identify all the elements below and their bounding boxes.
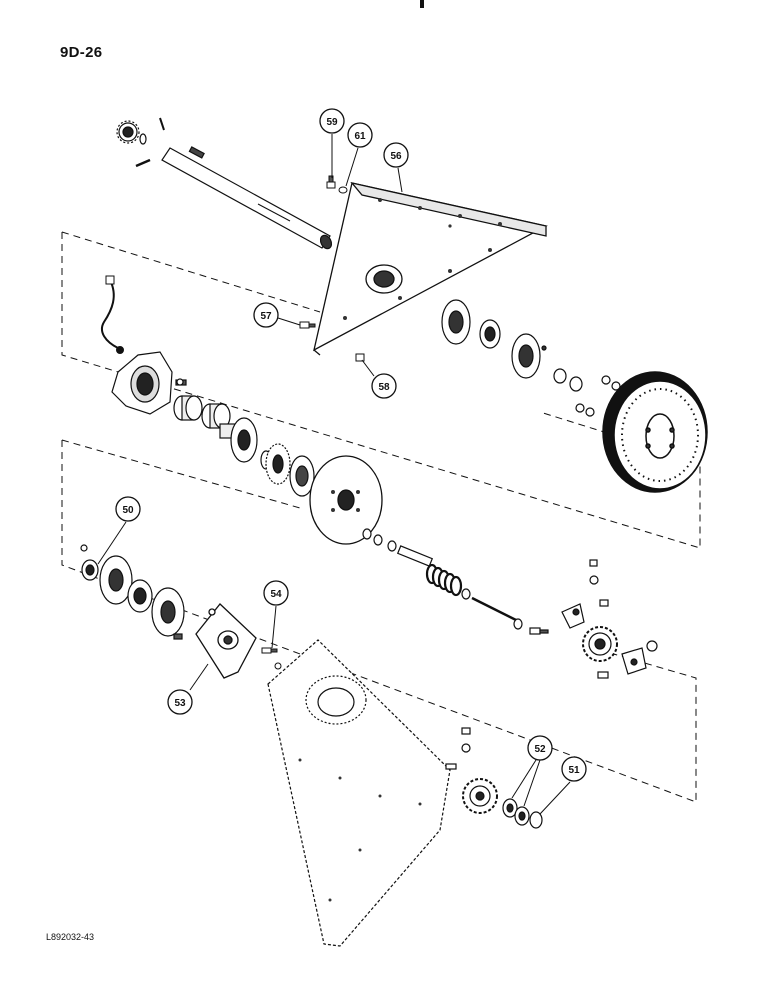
compression-spring <box>425 563 463 597</box>
callout-53-label: 53 <box>174 698 186 709</box>
bolt-54 <box>261 647 282 670</box>
main-shaft-assembly <box>116 117 333 250</box>
roll-pin <box>135 158 151 168</box>
page-number: 9D-26 <box>60 44 103 61</box>
shaft-end-gear <box>116 120 140 144</box>
spring-tensioner <box>362 528 523 630</box>
nut-58 <box>355 353 365 362</box>
lower-sprocket-assembly <box>445 727 543 829</box>
callout-57: 57 <box>253 302 301 328</box>
dashed-group-outlines <box>61 231 701 803</box>
callout-52-label: 52 <box>534 744 546 755</box>
shaft-key <box>188 146 205 159</box>
drive-shaft <box>161 147 331 249</box>
side-sheet-panel <box>267 639 451 947</box>
washer-61 <box>338 186 348 194</box>
friction-disc-stack <box>260 443 315 497</box>
callout-57-label: 57 <box>260 311 272 322</box>
callout-61-label: 61 <box>354 131 366 142</box>
top-edge-mark <box>420 0 424 8</box>
idler-sprocket-assembly <box>529 559 658 679</box>
callout-51-label: 51 <box>568 765 580 776</box>
bushings <box>173 395 231 429</box>
callout-58-label: 58 <box>378 382 390 393</box>
callout-53: 53 <box>167 663 209 715</box>
callout-51: 51 <box>539 756 587 815</box>
lower-left-bearings <box>80 544 185 640</box>
callout-58: 58 <box>361 359 397 399</box>
bearing-plate-53 <box>195 603 257 679</box>
callout-50: 50 <box>97 496 141 565</box>
callout-56: 56 <box>383 142 409 193</box>
figure-reference: L892032-43 <box>46 932 95 942</box>
bolt-57 <box>299 321 316 329</box>
drive-hub <box>219 417 258 463</box>
tension-rod <box>471 596 517 622</box>
upper-right-bearings <box>441 299 621 417</box>
large-drive-pulley <box>602 371 708 493</box>
callout-52: 52 <box>511 735 553 807</box>
grease-line <box>100 275 124 354</box>
triangular-mounting-plate <box>313 181 548 356</box>
callout-54: 54 <box>263 580 289 649</box>
callout-59-label: 59 <box>326 117 338 128</box>
callout-50-label: 50 <box>122 505 134 516</box>
bearing-housing <box>111 351 187 415</box>
callout-59: 59 <box>319 108 345 178</box>
cotter-pin <box>159 117 165 131</box>
callout-54-label: 54 <box>270 589 282 600</box>
callout-61: 61 <box>345 122 373 187</box>
callout-56-label: 56 <box>390 151 402 162</box>
bolt-59 <box>326 175 336 189</box>
clutch-disc <box>309 455 383 545</box>
